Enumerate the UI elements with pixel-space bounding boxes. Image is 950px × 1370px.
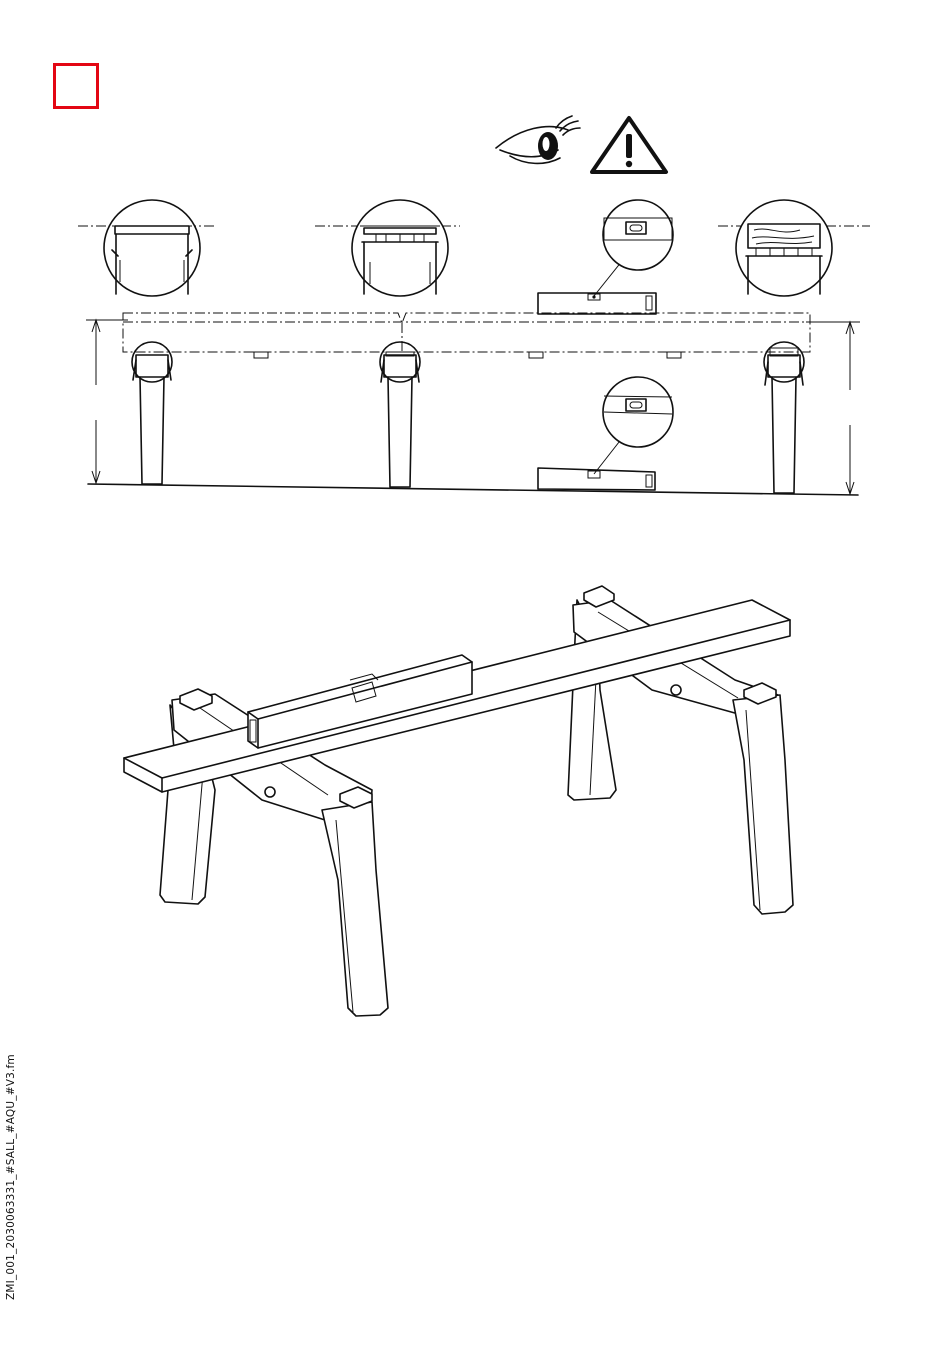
leg-right bbox=[764, 342, 804, 493]
detail-circle-2 bbox=[352, 200, 448, 296]
leg-middle bbox=[380, 342, 420, 487]
leg-left bbox=[132, 342, 172, 484]
spirit-level-top bbox=[538, 200, 673, 314]
detail-circle-3 bbox=[736, 200, 832, 296]
front-elevation-leveling bbox=[78, 200, 870, 495]
isometric-frame-with-level bbox=[124, 586, 793, 1016]
detail-circle-1 bbox=[104, 200, 200, 296]
spirit-level-floor bbox=[538, 377, 673, 490]
eye-icon bbox=[496, 116, 580, 163]
warning-triangle-icon bbox=[592, 118, 666, 172]
